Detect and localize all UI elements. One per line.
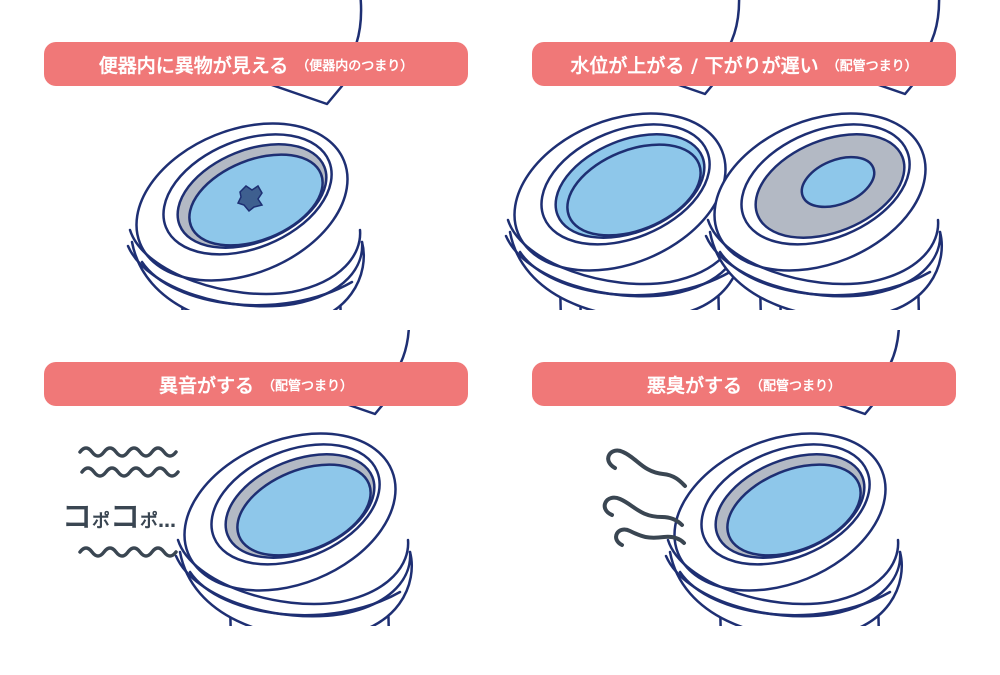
panel-title-foreign-object: 便器内に異物が見える （便器内のつまり） — [44, 42, 468, 86]
toilet-strange-sound-illustration — [159, 330, 421, 626]
panel-note-text: （便器内のつまり） — [296, 58, 414, 74]
panel-title-strange-sound: 異音がする （配管つまり） — [44, 362, 468, 406]
panel-title-text: 便器内に異物が見える — [98, 54, 289, 77]
panel-note-text: （配管つまり） — [750, 378, 842, 394]
sound-char: コ — [62, 500, 92, 535]
debris-icon — [236, 184, 264, 213]
sound-char: ポ — [92, 511, 110, 532]
sound-char: ポ… — [140, 511, 176, 532]
panel-title-text: 悪臭がする — [646, 374, 742, 397]
sound-wave-icon — [78, 446, 180, 558]
panel-title-water-level: 水位が上がる / 下がりが遅い （配管つまり） — [532, 42, 956, 86]
panel-title-text: 水位が上がる / 下がりが遅い — [570, 54, 819, 77]
sound-char: コ — [110, 500, 140, 535]
panel-note-text: （配管つまり） — [262, 378, 354, 394]
sound-effect-text: コポコポ… — [62, 492, 176, 536]
toilet-bad-smell-illustration — [649, 330, 911, 626]
toilet-water-level-illustration — [500, 0, 951, 310]
smell-fumes-icon — [602, 448, 687, 547]
panel-title-text: 異音がする — [158, 374, 254, 397]
toilet-foreign-object-illustration — [111, 0, 373, 310]
panel-note-text: （配管つまり） — [826, 58, 918, 74]
panel-title-bad-smell: 悪臭がする （配管つまり） — [532, 362, 956, 406]
